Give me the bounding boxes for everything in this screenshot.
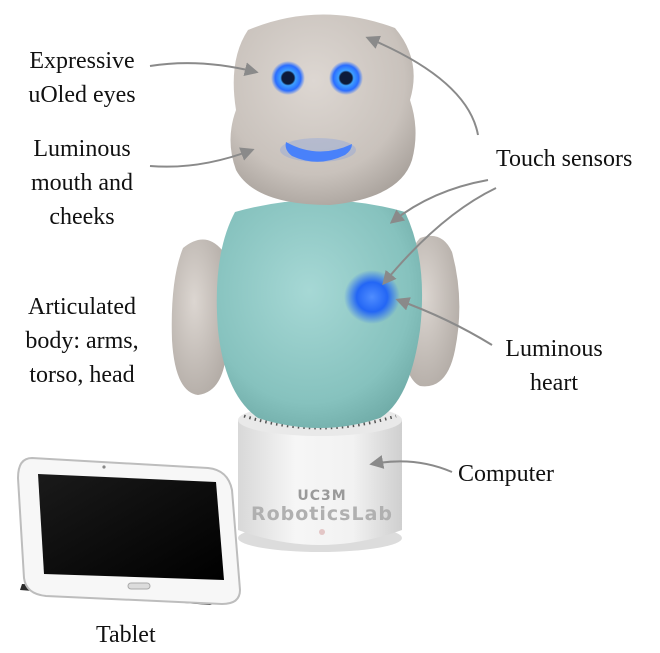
heart-light xyxy=(344,270,400,324)
label-line: Luminous xyxy=(494,332,614,366)
label-tablet: Tablet xyxy=(96,618,156,652)
label-line: Tablet xyxy=(96,622,156,648)
label-line: torso, head xyxy=(4,358,160,392)
label-luminous-heart: Luminous heart xyxy=(494,332,614,400)
label-line: mouth and xyxy=(12,166,152,200)
tablet-device xyxy=(18,458,240,605)
base-logo-line1: UC3M xyxy=(297,488,346,504)
label-expressive-eyes: Expressive uOled eyes xyxy=(12,44,152,112)
head xyxy=(231,14,416,205)
label-line: Computer xyxy=(458,461,554,487)
label-touch-sensors: Touch sensors xyxy=(496,142,632,176)
label-line: cheeks xyxy=(12,200,152,234)
label-line: Articulated xyxy=(4,290,160,324)
label-line: Luminous xyxy=(12,132,152,166)
label-computer: Computer xyxy=(458,457,554,491)
label-articulated-body: Articulated body: arms, torso, head xyxy=(4,290,160,392)
label-luminous-mouth: Luminous mouth and cheeks xyxy=(12,132,152,234)
base-logo-line2: RoboticsLab xyxy=(251,503,393,525)
label-line: Touch sensors xyxy=(496,146,632,172)
label-line: uOled eyes xyxy=(12,78,152,112)
label-line: body: arms, xyxy=(4,324,160,358)
left-eye-light xyxy=(271,61,305,95)
right-eye-light xyxy=(329,61,363,95)
label-line: heart xyxy=(494,366,614,400)
label-line: Expressive xyxy=(12,44,152,78)
